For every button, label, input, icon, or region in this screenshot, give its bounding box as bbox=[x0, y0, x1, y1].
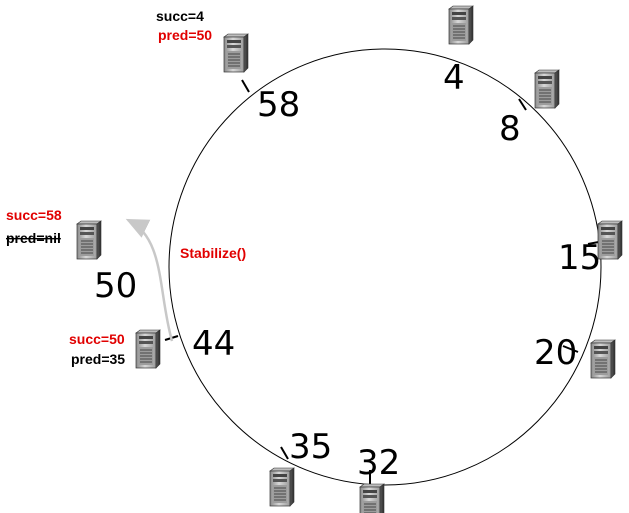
node-label-15: 15 bbox=[558, 238, 601, 278]
tick-20 bbox=[562, 345, 579, 353]
server-tower-icon bbox=[135, 329, 161, 369]
node50-succ: succ=58 bbox=[6, 207, 62, 223]
node-label-32: 32 bbox=[357, 443, 400, 483]
node-label-35: 35 bbox=[289, 427, 332, 467]
server-tower-icon bbox=[590, 339, 616, 379]
server-tower-icon bbox=[359, 483, 385, 513]
stabilize-label: Stabilize() bbox=[180, 245, 246, 261]
server-tower-icon bbox=[534, 69, 560, 109]
node-label-20: 20 bbox=[534, 333, 577, 373]
node-label-4: 4 bbox=[443, 58, 465, 98]
ring-ticks bbox=[164, 79, 605, 486]
node50-pred: pred=nil bbox=[6, 230, 61, 246]
node58-succ: succ=4 bbox=[156, 8, 204, 24]
server-tower-icon bbox=[223, 33, 249, 73]
server-tower-icon bbox=[76, 220, 102, 260]
stabilize-arrow bbox=[125, 218, 174, 342]
node-label-58: 58 bbox=[257, 85, 300, 125]
node58-pred: pred=50 bbox=[158, 27, 212, 43]
node-label-44: 44 bbox=[192, 324, 235, 364]
tick-8 bbox=[518, 98, 527, 111]
node-label-50: 50 bbox=[94, 266, 137, 306]
node44-pred: pred=35 bbox=[71, 351, 125, 367]
node-label-8: 8 bbox=[499, 109, 521, 149]
server-tower-icon bbox=[448, 5, 474, 45]
tick-35 bbox=[280, 446, 289, 460]
ring-circle bbox=[168, 48, 602, 486]
server-tower-icon bbox=[269, 467, 295, 507]
tick-58 bbox=[241, 79, 250, 93]
node44-succ: succ=50 bbox=[69, 331, 125, 347]
server-tower-icon bbox=[597, 220, 623, 260]
